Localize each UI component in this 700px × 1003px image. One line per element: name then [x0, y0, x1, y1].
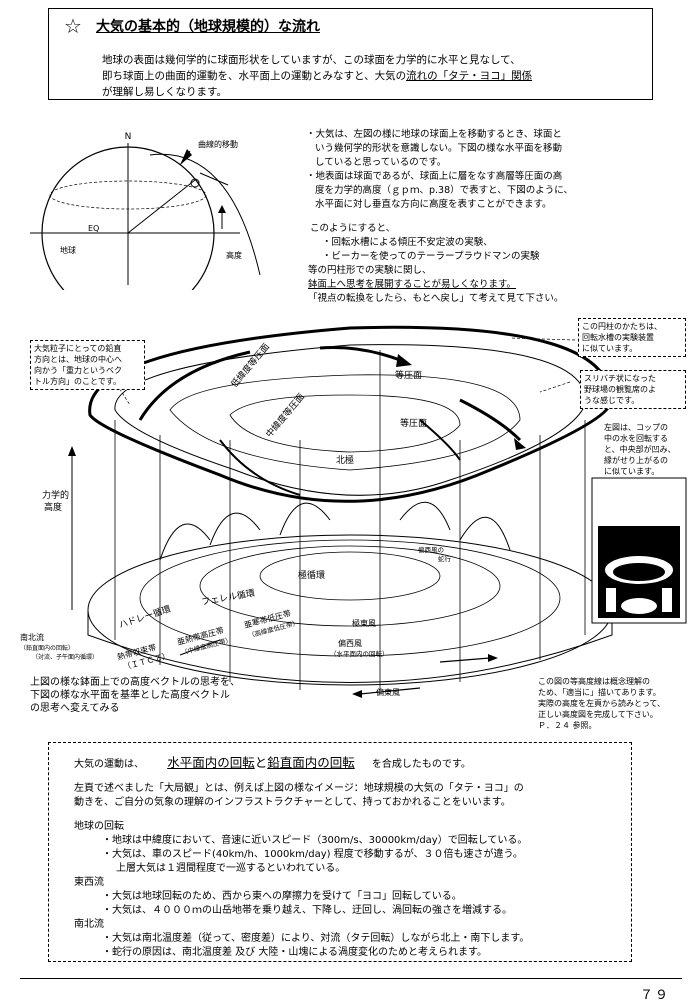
caption-line: ため、「適当に」描いてあります。 — [538, 688, 661, 697]
note-line: ・地表面は球面であるが、球面上に層をなす高層等圧面の高 — [306, 171, 563, 182]
note-line: 等の円柱形での実験に関し、 — [308, 265, 432, 276]
westerly-label: 偏西風 — [338, 638, 362, 648]
polar-label: 極循環 — [298, 569, 325, 581]
ns-flow-label-1: 南北流 — [20, 632, 44, 642]
note-line: 水平面に対し垂直な方向に高度を表すことができます。 — [315, 199, 552, 210]
isobar-right2-label: 等圧面 — [400, 417, 427, 429]
intro-line-2: 即ち球面上の曲面的運動を、水平面上の運動とみなすと、大気の — [102, 70, 407, 82]
note-line: このようにすると、 — [310, 223, 396, 234]
callout-line: 向かう「重力というベク — [34, 366, 122, 375]
summary-content: 大気の運動は、 水平面内の回転と鉛直面内の回転 を合成したものです。 左頁で述べ… — [74, 756, 624, 960]
globe-diagram: N 曲線的移動 EQ 地球 高度 — [30, 132, 261, 290]
callout-line: に似ています。 — [582, 344, 638, 353]
ns-flow-label-2: （鉛直面内の回転） — [20, 644, 74, 652]
star-icon: ☆ — [64, 14, 82, 38]
callout-line: 方向とは、地球の中心へ — [34, 355, 122, 364]
intro-line-3: が理解し易しくなります。 — [102, 86, 227, 98]
note-line: 中の水を回転する — [604, 434, 668, 443]
caption-line: の思考へ変えてみる — [30, 703, 120, 714]
caption-line: Ｐ．２４ 参照。 — [538, 721, 597, 730]
caption-line: この図の等高度線は概念理解の — [538, 677, 650, 686]
dyn-height-label-1: 力学的 — [42, 489, 69, 501]
note-line: 左図は、コップの — [604, 423, 668, 432]
callout-line: 野球場の観覧席のよ — [584, 385, 656, 394]
easterly-label: 偏東風 — [376, 687, 400, 697]
callout-line: 大気粒子にとっての鉛直 — [34, 344, 122, 353]
north-label: N — [125, 132, 132, 142]
westerly-sub-label: （水平面内の回転） — [330, 649, 389, 658]
page-number: ７９ — [640, 988, 671, 1003]
caption-line: 実際の高度を左頁から読みとって、 — [538, 699, 665, 708]
summary-line: ・大気は、車のスピード(40km/h、1000km/day) 程度で移動するが、… — [102, 849, 523, 860]
summary-lead: 大気の運動は、 — [74, 759, 144, 770]
intro-line-2-underlined: 流れの「タテ・ヨコ」関係 — [406, 70, 533, 82]
note-line: いう幾何学的形状を意識しない。下図の様な水平面を移動 — [315, 143, 563, 154]
ns-flow-label-3: （対流、子午面内循環） — [32, 653, 98, 661]
caption-line: 上図の様な鉢面上での高度ベクトルの思考を、 — [30, 677, 240, 688]
summary-line: ・大気は地球回転のため、西から東への摩擦力を受けて「ヨコ」回転している。 — [102, 891, 462, 902]
section-heading: 東西流 — [74, 877, 104, 888]
summary-tail: を合成したものです。 — [371, 759, 471, 770]
summary-line: 左頁で述べました「大局観」とは、例えば上図の様なイメージ：地球規模の大気の「タテ… — [74, 783, 524, 794]
summary-line: ・蛇行の原因は、南北温度差 及び 大陸・山塊による渦度変化のためと考えられます。 — [102, 947, 488, 958]
atmosphere-diagram: 低緯度等圧面 中緯度等圧面 等圧面 等圧面 北極 力学的 高度 ハドレー循環 フ… — [20, 325, 687, 698]
vertical-rotation: 鉛直面内の回転 — [267, 755, 355, 770]
tank-callout: この円柱のかたちは、 回転水槽の実験装置 に似ています。 — [578, 318, 686, 357]
title-text: 大気の基本的（地球規模的）な流れ — [96, 19, 320, 35]
note-line: ・ビーカーを使ってのテーラープラウドマンの実験 — [322, 251, 540, 262]
caption-right: この図の等高度線は概念理解の ため、「適当に」描いてあります。 実際の高度を左頁… — [538, 676, 698, 731]
callout-line: 回転水槽の実験装置 — [582, 333, 654, 342]
wave-note-2: 蛇行 — [438, 554, 452, 563]
section-heading: 南北流 — [74, 919, 104, 930]
note-line: ・大気は、左図の様に地球の球面上を移動するとき、球面と — [306, 129, 562, 140]
summary-line: 上層大気は１週間程度で一巡するといわれている。 — [116, 863, 346, 874]
hadley-label: ハドレー循環 — [117, 603, 172, 631]
gravity-callout: 大気粒子にとっての鉛直 方向とは、地球の中心へ 向かう「重力というベク トル方向… — [30, 340, 145, 390]
caption-line: 下図の様な水平面を基準とした高度ベクトル — [30, 690, 230, 701]
eq-label: EQ — [88, 224, 99, 233]
height-label: 高度 — [226, 250, 242, 260]
summary-line: ・大気は、４０００ｍの山岳地帯を乗り越え、下降し、迂回し、渦回転の強さを増減する… — [102, 905, 512, 916]
callout-line: スリバチ状になった — [584, 374, 656, 383]
callout-line: うな感じです。 — [584, 396, 640, 405]
summary-line: ・大気は南北温度差（従って、密度差）により、対流（タテ回転）しながら北上・南下し… — [102, 933, 530, 944]
curve-move-label: 曲線的移動 — [198, 139, 238, 149]
horizontal-rotation: 水平面内の回転 — [167, 755, 255, 770]
wave-note-1: 偏西風の — [418, 545, 444, 554]
note-line: 縁がせり上がるの — [604, 456, 668, 465]
caption-left: 上図の様な鉢面上での高度ベクトルの思考を、 下図の様な水平面を基準とした高度ベク… — [30, 676, 240, 715]
notes-block-2: このようにすると、 ・回転水槽による傾圧不安定波の実験、 ・ビーカーを使ってのテ… — [308, 222, 638, 306]
caption-line: 正しい高度図を完成して下さい。 — [538, 710, 658, 719]
north-pole-label: 北極 — [336, 454, 354, 466]
dyn-height-label-2: 高度 — [44, 501, 62, 513]
note-line: していると思っているのです。 — [315, 157, 447, 168]
isobar-right-label: 等圧面 — [395, 369, 422, 381]
ferrel-label: フェレル循環 — [200, 587, 255, 608]
earth-label: 地球 — [60, 245, 76, 255]
summary-and: と — [254, 755, 268, 770]
section-heading: 地球の回転 — [74, 821, 124, 832]
intro-line-1: 地球の表面は幾何学的に球面形状をしていますが、この球面を力学的に水平と見なして、 — [102, 54, 521, 66]
note-line: ・回転水槽による傾圧不安定波の実験、 — [322, 237, 493, 248]
summary-line: ・地球は中緯度において、音速に近いスピード（300m/s、30000km/day… — [102, 835, 528, 846]
summary-line: 動きを、ご自分の気象の理解のインフラストラクチャーとして、持っておかれることをい… — [74, 797, 511, 808]
cup-note: 左図は、コップの 中の水を回転する と、中央部が凹み、 縁がせり上がるの に似て… — [604, 422, 692, 477]
title-box — [48, 8, 653, 100]
note-line: 度を力学的高度（ｇｐｍ、p.38）で表すと、下図のように、 — [315, 185, 573, 196]
stadium-callout: スリバチ状になった 野球場の観覧席のよ うな感じです。 — [580, 370, 686, 409]
note-line: に似ています。 — [604, 467, 660, 476]
summary-box — [48, 742, 632, 962]
page-title: 大気の基本的（地球規模的）な流れ — [96, 16, 320, 36]
footer-rule — [20, 978, 682, 979]
note-line: 「視点の転換をしたら、もとへ戻し」て考えて見て下さい。 — [308, 293, 564, 304]
polar-easterly-label: 極東風 — [352, 618, 376, 628]
note-line: 鉢面上へ思考を展開することが易しくなります。 — [308, 279, 517, 290]
note-line: と、中央部が凹み、 — [604, 445, 676, 454]
intro-text: 地球の表面は幾何学的に球面形状をしていますが、この球面を力学的に水平と見なして、… — [102, 52, 642, 100]
notes-block-1: ・大気は、左図の様に地球の球面上を移動するとき、球面と いう幾何学的形状を意識し… — [306, 128, 626, 212]
callout-line: この円柱のかたちは、 — [582, 322, 662, 331]
callout-line: トル方向」のことです。 — [34, 377, 121, 386]
